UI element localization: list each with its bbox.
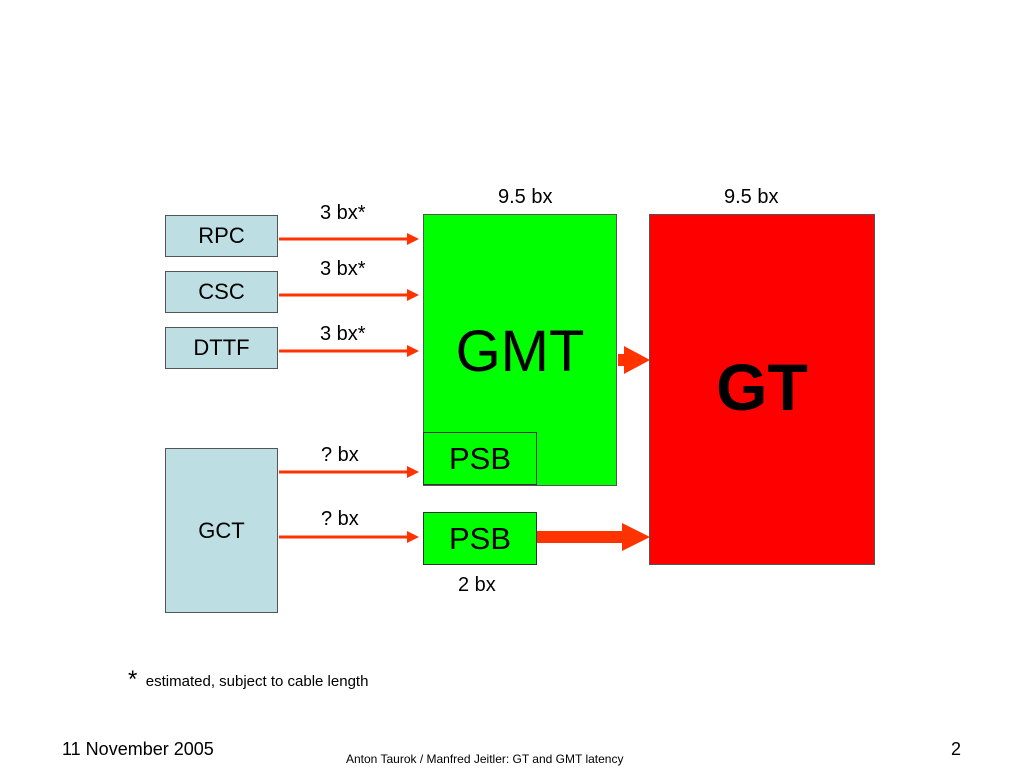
psb-outer-box: PSB (423, 512, 537, 565)
gt-block: GT (649, 214, 875, 565)
rpc-latency-label: 3 bx* (320, 202, 366, 224)
psb-inner-box: PSB (423, 432, 537, 485)
gct-label: GCT (198, 517, 245, 543)
gct-latency-label-1: ? bx (321, 444, 359, 466)
rpc-label: RPC (198, 223, 245, 248)
dttf-box: DTTF (165, 327, 278, 369)
dttf-latency-label: 3 bx* (320, 323, 366, 345)
footnote-text: estimated, subject to cable length (145, 673, 369, 690)
footer-date: 11 November 2005 (62, 739, 214, 759)
footnote-star: * (128, 666, 138, 693)
gct-box: GCT (165, 448, 278, 613)
gmt-to-gt-arrow (618, 346, 650, 374)
gt-label: GT (716, 349, 808, 424)
csc-label: CSC (198, 279, 245, 304)
footer-authors: Anton Taurok / Manfred Jeitler: GT and G… (346, 752, 624, 766)
gmt-label: GMT (455, 319, 585, 384)
gct-latency-label-2: ? bx (321, 508, 359, 530)
psb-outer-label: PSB (448, 520, 512, 556)
rpc-box: RPC (165, 215, 278, 257)
psb-inner-label: PSB (448, 440, 512, 476)
psb-to-gt-arrow (537, 523, 650, 551)
footer-page-number: 2 (951, 739, 962, 759)
dttf-label: DTTF (193, 335, 250, 360)
gt-latency-label: 9.5 bx (724, 186, 779, 208)
footnote: * estimated, subject to cable length (128, 668, 368, 692)
psb-latency-label: 2 bx (458, 574, 496, 596)
csc-latency-label: 3 bx* (320, 258, 366, 280)
gmt-latency-label: 9.5 bx (498, 186, 553, 208)
csc-box: CSC (165, 271, 278, 313)
